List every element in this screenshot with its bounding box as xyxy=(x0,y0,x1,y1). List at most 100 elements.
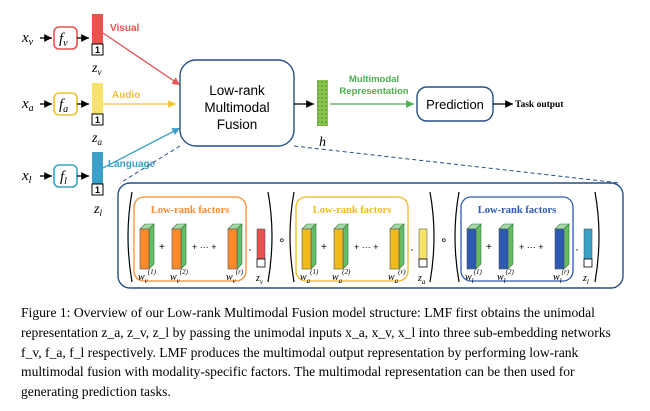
factor-w-v-2 xyxy=(171,228,182,270)
figure-caption: Figure 1: Overview of our Low-rank Multi… xyxy=(21,303,631,402)
factor-w-a-2 xyxy=(333,228,344,270)
dot-op: · xyxy=(248,242,252,256)
factor-w-v-1-side xyxy=(148,223,155,270)
z-v-bar xyxy=(92,14,103,44)
arrow-visual-to-fusion xyxy=(102,32,181,86)
net-f-a-label: fa xyxy=(59,97,68,115)
z-label-v: zv xyxy=(255,273,264,286)
fusion-box xyxy=(179,59,295,147)
factor-frame xyxy=(295,196,409,282)
z-a-one-box xyxy=(91,113,104,126)
language-row: xl fl 1 zl Language xyxy=(21,127,181,218)
factor-title: Low-rank factors xyxy=(313,205,391,216)
fusion-block: Low-rank Multimodal Fusion xyxy=(179,59,295,147)
dots-sign: + ··· + xyxy=(354,242,379,252)
h-label: h xyxy=(319,135,326,150)
net-f-v-label: fv xyxy=(59,31,68,49)
audio-label: Audio xyxy=(112,90,140,101)
z-v-one-box xyxy=(91,43,104,56)
z-l-one-box xyxy=(91,183,104,196)
bracket-left xyxy=(289,191,295,283)
hadamard-op: ∘ xyxy=(278,233,286,247)
multimodal-label-2: Representation xyxy=(339,86,408,97)
multimodal-label-1: Multimodal xyxy=(349,74,399,85)
language-label: Language xyxy=(108,159,156,170)
factor-title: Low-rank factors xyxy=(151,205,229,216)
expanded-fusion-panel xyxy=(117,182,624,289)
net-f-l-label: fl xyxy=(60,169,67,187)
z-a-label: za xyxy=(91,131,102,147)
zoom-line-left xyxy=(119,145,181,184)
input-x-a: xa xyxy=(21,96,34,114)
dot-op: · xyxy=(575,242,579,256)
bracket-left xyxy=(454,191,460,283)
visual-label: Visual xyxy=(110,23,139,34)
factor-title: Low-rank factors xyxy=(478,205,556,216)
factor-w-v-1 xyxy=(139,228,150,270)
dots-sign: + ··· + xyxy=(192,242,217,252)
factor-frame xyxy=(460,196,574,282)
plus-sign: + xyxy=(486,242,492,253)
audio-row: xa fa 1 za Audio xyxy=(21,83,176,147)
plus-sign: + xyxy=(159,242,165,253)
factor-w-a-3-side xyxy=(398,223,405,270)
caption-line-3: f_v, f_a, f_l respectively. LMF produces… xyxy=(21,344,579,360)
z-v-one: 1 xyxy=(95,45,100,55)
dot-op: · xyxy=(410,242,414,256)
h-bar-dots xyxy=(317,80,328,126)
factor-w-l-3-side xyxy=(563,223,570,270)
fusion-line-3: Fusion xyxy=(217,117,258,132)
factor-w-l-1 xyxy=(466,228,477,270)
bracket-right xyxy=(267,191,273,283)
factor-w-a-1-side xyxy=(310,223,317,270)
prediction-label: Prediction xyxy=(426,97,484,112)
factor-w-v-3 xyxy=(227,228,238,270)
factor-frame xyxy=(133,196,247,282)
z-l-label: zl xyxy=(93,202,102,218)
z-l-one: 1 xyxy=(95,185,100,195)
factor-w-a-2-side xyxy=(342,223,349,270)
input-x-v: xv xyxy=(21,30,34,48)
z-bar-a xyxy=(418,228,428,260)
zoom-line-right xyxy=(293,145,621,184)
bracket-left xyxy=(127,191,133,283)
caption-line-1: Figure 1: Overview of our Low-rank Multi… xyxy=(21,305,595,320)
fusion-line-2: Multimodal xyxy=(204,100,269,115)
input-x-l: xl xyxy=(21,168,32,186)
factor-w-v-2-side xyxy=(180,223,187,270)
z-l-bar xyxy=(92,152,103,184)
plus-sign: + xyxy=(321,242,327,253)
z-one-box-a xyxy=(418,258,428,268)
bracket-right xyxy=(594,191,600,283)
bracket-right xyxy=(429,191,435,283)
factor-w-v-3-side xyxy=(236,223,243,270)
z-bar-v xyxy=(256,228,266,260)
caption-line-4: multimodal fusion with modality-specific… xyxy=(21,364,575,380)
factor-w-l-1-side xyxy=(475,223,482,270)
z-label-a: za xyxy=(417,273,426,286)
arrow-language-to-fusion xyxy=(102,127,181,169)
factor-w-a-1 xyxy=(301,228,312,270)
fusion-line-1: Low-rank xyxy=(209,83,265,98)
h-vector: h xyxy=(317,80,328,150)
caption-line-2: representation z_a, z_v, z_l by passing … xyxy=(21,324,611,340)
factor-w-l-3 xyxy=(554,228,565,270)
factor-w-l-2 xyxy=(498,228,509,270)
z-bar-l xyxy=(583,228,593,260)
z-one-box-v xyxy=(256,258,266,268)
task-output-label: Task output xyxy=(515,100,564,110)
hadamard-op: ∘ xyxy=(440,233,448,247)
factor-w-a-3 xyxy=(389,228,400,270)
z-a-bar xyxy=(92,83,103,114)
visual-row: xv fv 1 zv Visual xyxy=(21,14,181,86)
z-label-l: zl xyxy=(582,273,589,286)
lmf-diagram: xv fv 1 zv Visual xa fa 1 za Audio xl fl… xyxy=(21,14,624,289)
caption-line-5: generating prediction tasks. xyxy=(21,384,171,400)
factor-w-l-2-side xyxy=(507,223,514,270)
dots-sign: + ··· + xyxy=(519,242,544,252)
z-v-label: zv xyxy=(91,61,101,77)
